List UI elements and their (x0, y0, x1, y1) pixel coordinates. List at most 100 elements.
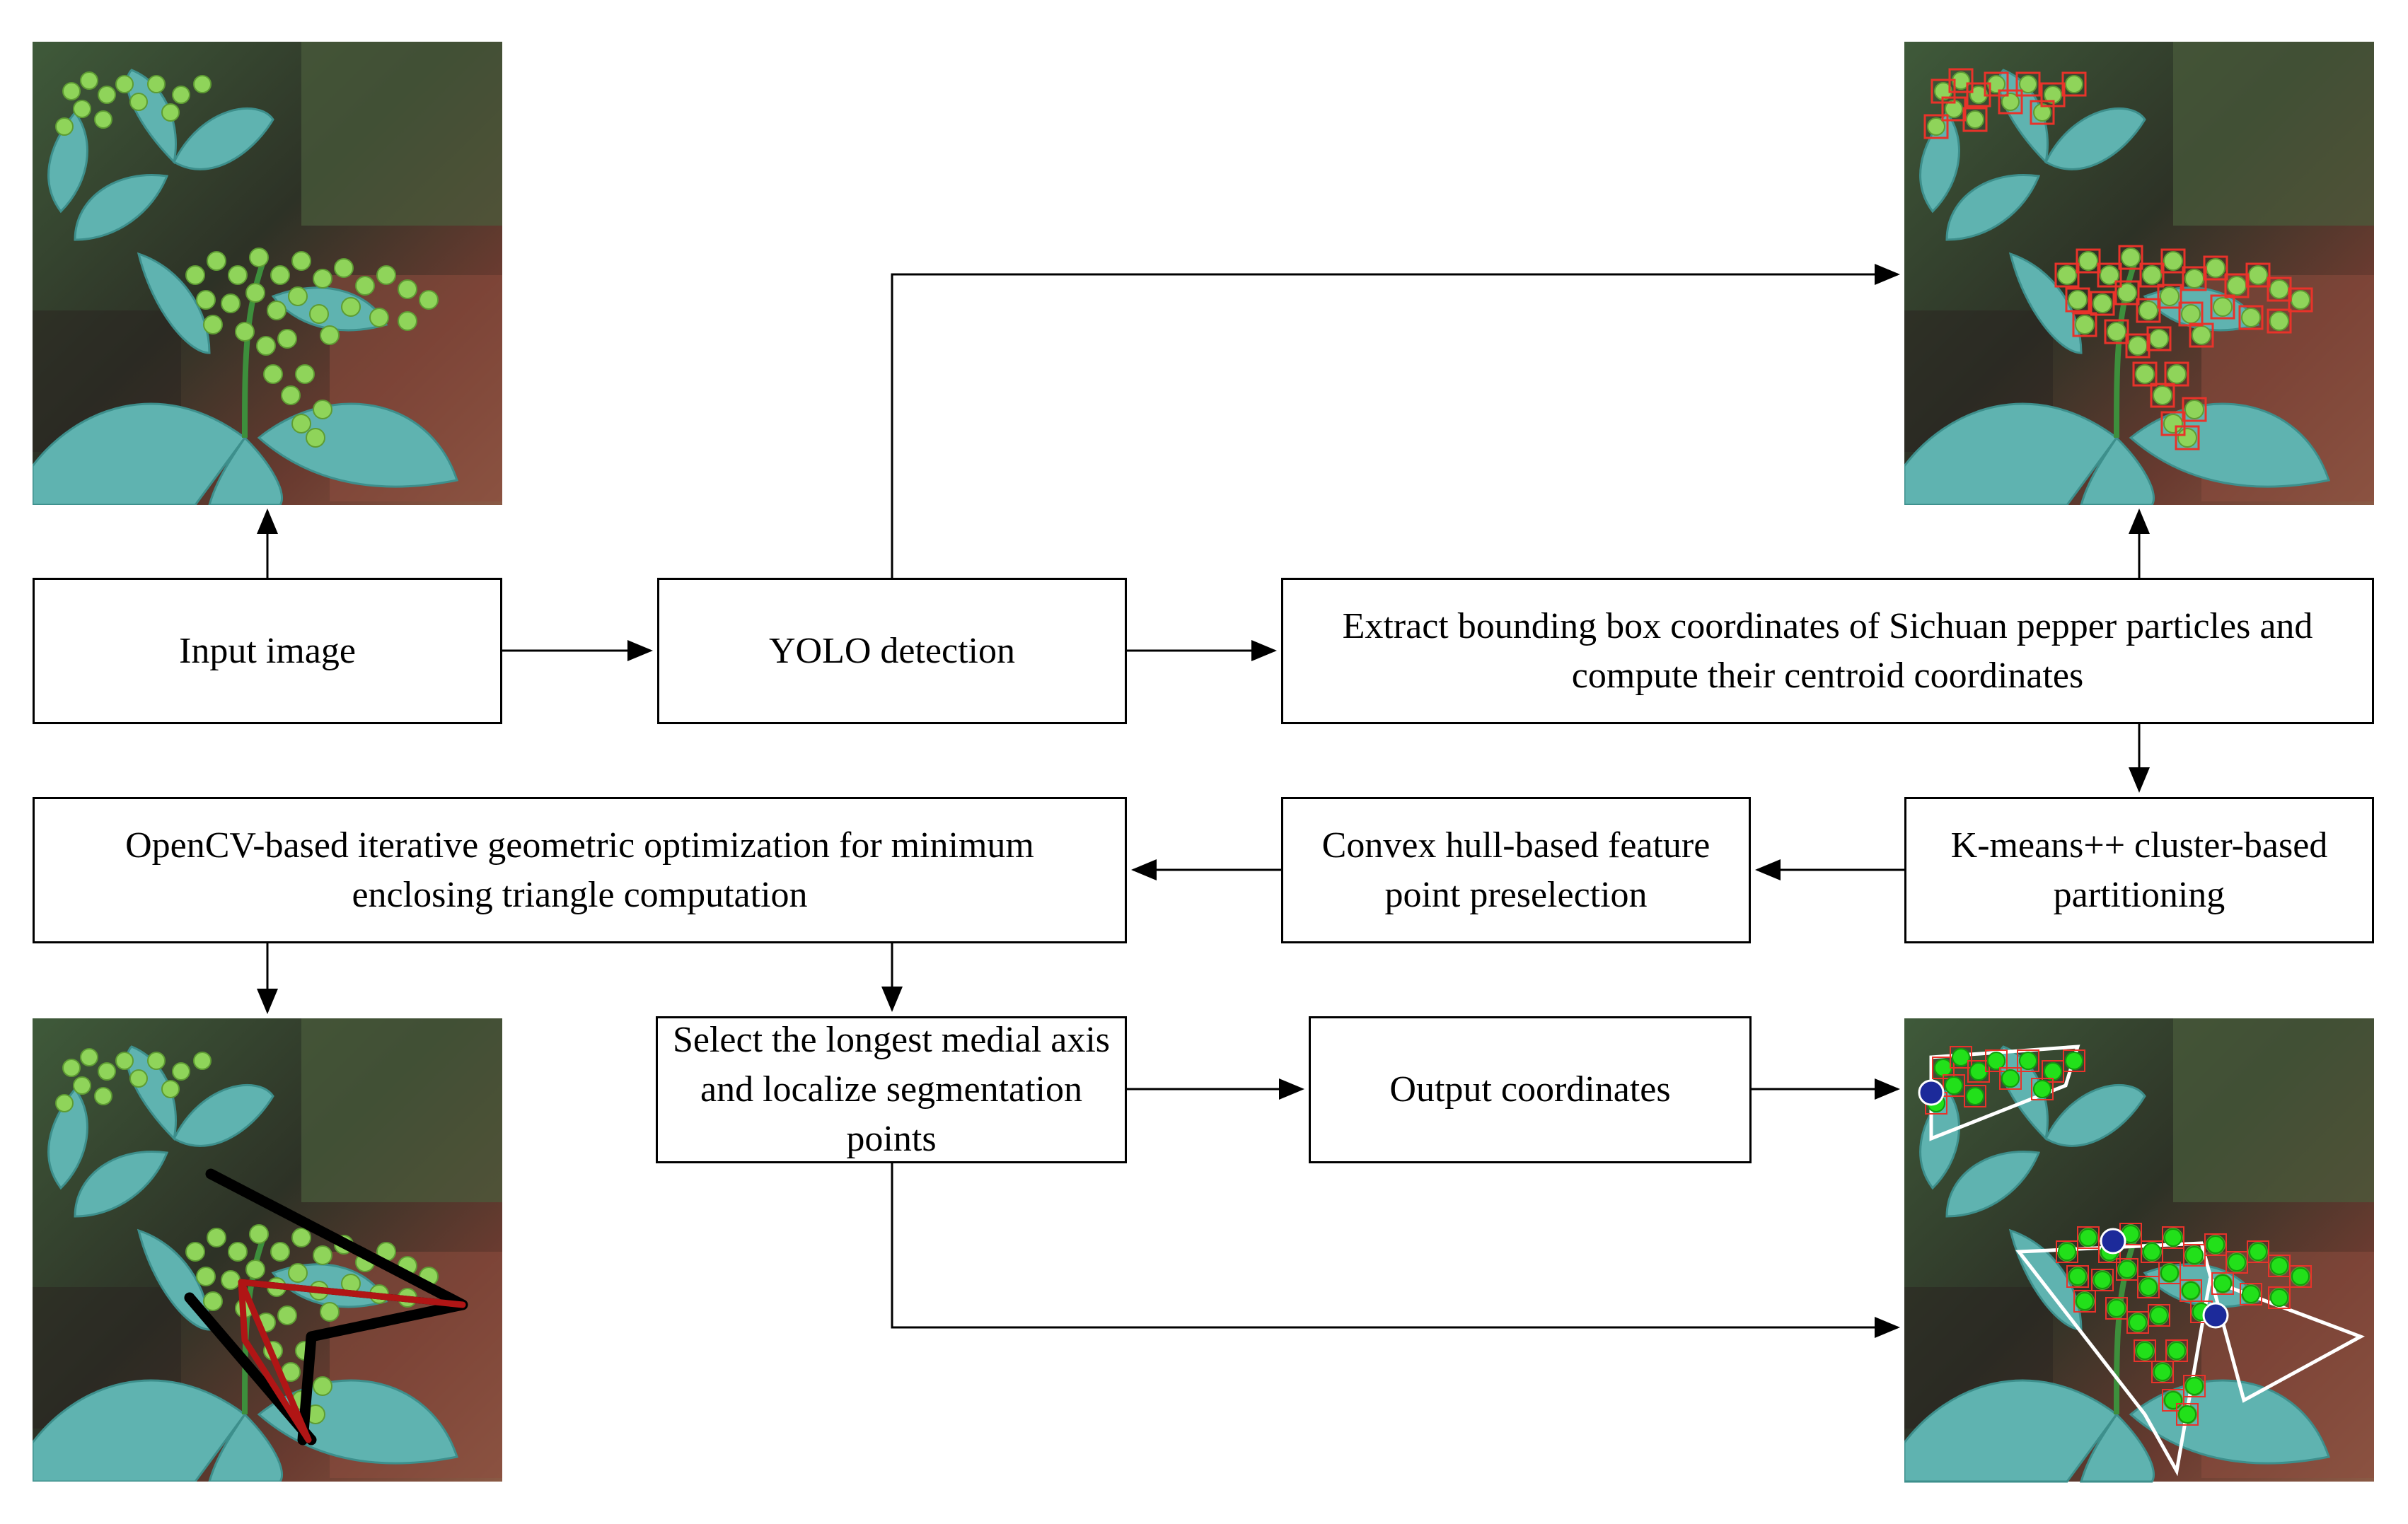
detection-result-photo (1904, 42, 2374, 505)
detection-box (2015, 71, 2041, 97)
triangle-result-photo (33, 1018, 502, 1482)
centroid-point (2160, 1264, 2179, 1282)
centroid-point (2143, 1243, 2161, 1261)
extract-bbox-label: Extract bounding box coordinates of Sich… (1342, 605, 2313, 696)
detection-box (2288, 287, 2313, 313)
detection-box (2063, 1049, 2085, 1072)
centroid-point (2136, 1342, 2154, 1360)
detection-box (1984, 71, 2009, 97)
detection-box (1985, 1049, 2008, 1072)
detection-box (2238, 305, 2264, 330)
detection-box (2162, 1389, 2184, 1412)
detection-box (2289, 1265, 2312, 1288)
detection-box (2073, 1290, 2096, 1313)
centroid-point (1952, 1048, 1970, 1066)
detection-box (2182, 397, 2207, 422)
opencv-triangle-node: OpenCV-based iterative geometric optimiz… (33, 797, 1127, 943)
detection-box (2158, 1262, 2181, 1284)
segmentation-point (2202, 1302, 2229, 1329)
centroid-point (2068, 1267, 2087, 1286)
triangle-photo-icon (33, 1018, 502, 1482)
detection-photo-icon (1904, 42, 2374, 505)
detection-box (2160, 248, 2186, 274)
detection-box (2157, 284, 2182, 309)
detection-box (1962, 107, 1988, 132)
detection-box (2104, 319, 2129, 344)
detection-box (2148, 1304, 2170, 1327)
detection-box (1998, 89, 2023, 115)
final-result-photo (1904, 1018, 2374, 1498)
detection-box (2134, 1339, 2156, 1362)
detection-box (2165, 1339, 2188, 1362)
opencv-triangle-label: OpenCV-based iterative geometric optimiz… (125, 825, 1034, 915)
detection-box (2268, 1286, 2291, 1309)
convex-hull-node: Convex hull-based feature point preselec… (1281, 797, 1751, 943)
centroid-point (2228, 1253, 2246, 1272)
detection-box (2151, 1361, 2174, 1383)
detection-box (2189, 322, 2214, 348)
detection-box (2204, 1233, 2227, 1256)
detection-box (1923, 114, 1949, 139)
extract-bbox-node: Extract bounding box coordinates of Sich… (1281, 578, 2374, 724)
centroid-point (2150, 1306, 2168, 1325)
centroid-point (2129, 1313, 2147, 1332)
detection-box (1964, 1085, 1986, 1107)
output-coordinates-node: Output coordinates (1309, 1016, 1752, 1163)
detection-box (2137, 1276, 2160, 1298)
centroid-point (2153, 1363, 2172, 1381)
centroid-point (2065, 1052, 2083, 1070)
centroid-point (2270, 1257, 2288, 1275)
centroid-point (2076, 1292, 2094, 1310)
centroid-point (2058, 1243, 2076, 1261)
detection-box (2066, 1265, 2089, 1288)
detection-box (2136, 298, 2161, 323)
detection-box (2183, 1375, 2206, 1397)
detection-box (2077, 1226, 2100, 1249)
input-image-label: Input image (179, 630, 356, 671)
detection-box (2061, 71, 2087, 97)
centroid-point (2118, 1260, 2136, 1279)
arrow-medial-to-result-photo (891, 1163, 1900, 1338)
centroid-point (1966, 1087, 1984, 1105)
centroid-point (2033, 1080, 2051, 1098)
detection-box (2162, 1226, 2184, 1249)
detection-box (2125, 333, 2151, 359)
detection-box (2176, 1403, 2199, 1426)
final-photo-icon (1904, 1018, 2374, 1498)
centroid-point (2291, 1267, 2310, 1286)
detection-box (2240, 1283, 2262, 1305)
medial-axis-label: Select the longest medial axis and local… (672, 1020, 1111, 1159)
segmentation-point (2100, 1228, 2126, 1255)
detection-box (2267, 308, 2292, 334)
segmentation-points (1918, 1079, 2229, 1329)
centroid-point (2182, 1281, 2200, 1300)
detection-box (1999, 1067, 2022, 1090)
detection-box (2146, 326, 2172, 351)
centroid-point (1945, 1076, 1963, 1095)
detection-box (2114, 280, 2140, 306)
centroid-point (2107, 1299, 2126, 1317)
centroid-point (2001, 1069, 2020, 1088)
centroid-point (2167, 1342, 2186, 1360)
detection-box (2065, 287, 2090, 313)
kmeans-label: K-means++ cluster-based partitioning (1950, 825, 2328, 915)
convex-hull-label: Convex hull-based feature point preselec… (1321, 825, 1711, 915)
detection-box (2076, 248, 2101, 274)
centroid-point (2270, 1289, 2288, 1307)
centroid-point (2164, 1228, 2182, 1247)
detection-box (2160, 411, 2186, 436)
detection-box (2056, 1240, 2078, 1263)
detection-box (2116, 1258, 2138, 1281)
detection-box (2203, 255, 2228, 281)
detection-box (2150, 383, 2175, 408)
detection-box (2245, 262, 2271, 288)
centroid-point (2242, 1285, 2260, 1303)
detection-box (2139, 262, 2165, 288)
centroid-point (2213, 1274, 2232, 1293)
segmentation-point (1918, 1079, 1945, 1106)
centroid-point (2093, 1271, 2112, 1289)
centroid-point (1987, 1052, 2005, 1070)
detection-box (2132, 361, 2158, 387)
centroid-point (2079, 1228, 2097, 1247)
